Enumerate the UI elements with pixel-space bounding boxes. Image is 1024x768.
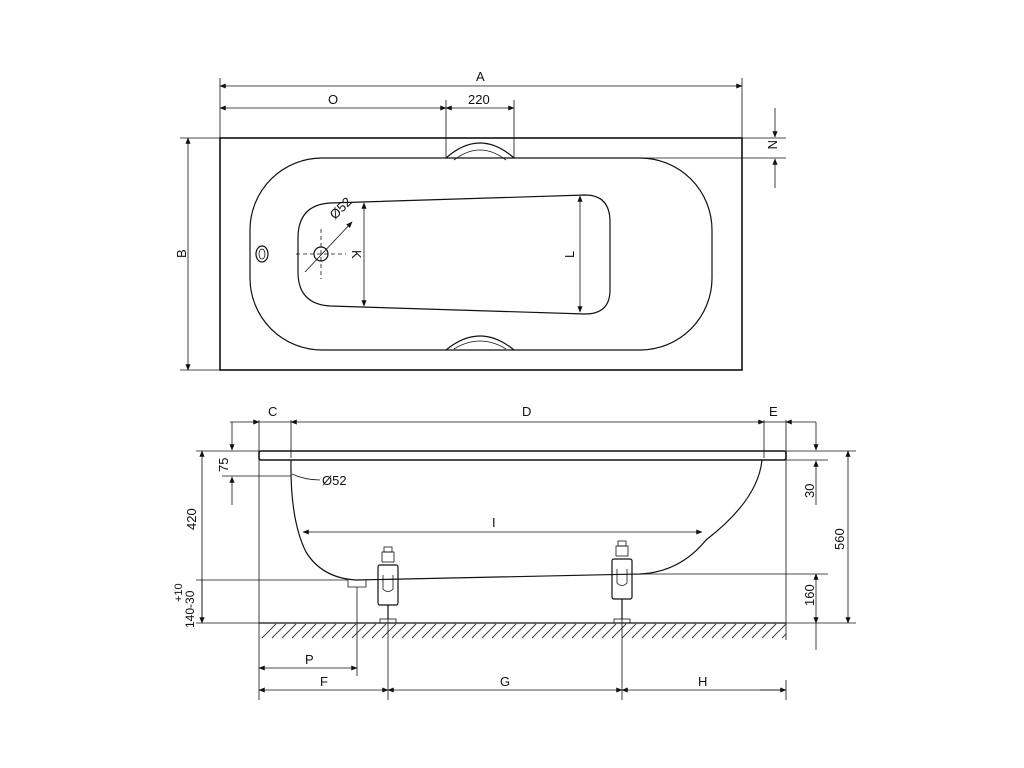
dim-label-E: E <box>769 404 778 419</box>
dim-label-75: 75 <box>216 458 231 472</box>
dim-label-tolerance: +10 <box>173 583 185 602</box>
hatch-line <box>611 623 627 639</box>
dim-label-D: D <box>522 404 531 419</box>
overflow-outlet-inner <box>258 248 266 260</box>
side-view: C D E 75 420 +10 140-30 Ø52 I <box>173 404 856 700</box>
hatch-line <box>641 623 657 639</box>
tub-outer-rim <box>219 137 743 371</box>
overflow-outlet <box>255 245 269 263</box>
dim-label-H: H <box>698 674 707 689</box>
hatch-line <box>321 623 337 639</box>
dim-label-140: 140-30 <box>183 590 197 628</box>
hatch-line <box>491 623 507 639</box>
hatch-line <box>501 623 517 639</box>
hatch-line <box>361 623 377 639</box>
hatch-line <box>661 623 677 639</box>
dim-label-420: 420 <box>184 508 199 530</box>
hatch-line <box>411 623 427 639</box>
hatch-line <box>751 623 767 639</box>
hatch-line <box>391 623 407 639</box>
hatch-line <box>261 623 277 639</box>
handle-grip-top-inner <box>453 149 507 161</box>
tub-side-body <box>290 459 763 581</box>
hatch-line <box>351 623 367 639</box>
hatch-line <box>561 623 577 639</box>
top-view: Ø52 A O 220 N B K L <box>174 69 786 371</box>
dim-label-G: G <box>500 674 510 689</box>
hatch-line <box>441 623 457 639</box>
dim-label-P: P <box>305 652 314 667</box>
handle-grip-bottom <box>445 335 515 351</box>
handle-grip-bottom-inner <box>453 340 507 350</box>
tub-bottom-area <box>297 194 611 315</box>
hatch-line <box>711 623 727 639</box>
hatch-line <box>511 623 527 639</box>
dim-label-160: 160 <box>802 584 817 606</box>
dim-label-F: F <box>320 674 328 689</box>
dim-label-560: 560 <box>832 528 847 550</box>
hatch-line <box>671 623 687 639</box>
hatch-line <box>281 623 297 639</box>
dim-label-A: A <box>476 69 485 84</box>
dim-label-O: O <box>328 92 338 107</box>
hatch-line <box>621 623 637 639</box>
hatch-line <box>431 623 447 639</box>
hatch-line <box>421 623 437 639</box>
hatch-line <box>271 623 287 639</box>
drain-pipe-stub <box>347 580 367 588</box>
hatch-line <box>571 623 587 639</box>
dim-label-30: 30 <box>802 484 817 498</box>
hatch-line <box>311 623 327 639</box>
dim-label-C: C <box>268 404 277 419</box>
dim-label-I: I <box>492 515 496 530</box>
hatch-line <box>341 623 357 639</box>
hatch-line <box>521 623 537 639</box>
hatch-line <box>601 623 617 639</box>
hatch-line <box>761 623 777 639</box>
hatch-line <box>781 633 787 639</box>
hatch-line <box>651 623 667 639</box>
dim-label-K: K <box>349 250 364 259</box>
hatch-line <box>691 623 707 639</box>
floor-hatching <box>261 623 787 639</box>
hatch-line <box>741 623 757 639</box>
dim-label-B: B <box>174 249 189 258</box>
hatch-line <box>401 623 417 639</box>
hatch-line <box>681 623 697 639</box>
hatch-line <box>581 623 597 639</box>
hatch-line <box>531 623 547 639</box>
hatch-line <box>771 623 787 639</box>
drain-diameter-label: Ø52 <box>327 194 355 222</box>
hatch-line <box>551 623 567 639</box>
hatch-line <box>451 623 467 639</box>
hatch-line <box>591 623 607 639</box>
dim-label-L: L <box>562 251 577 258</box>
hatch-line <box>371 623 387 639</box>
hatch-line <box>461 623 477 639</box>
hatch-line <box>701 623 717 639</box>
hatch-line <box>471 623 487 639</box>
hatch-line <box>331 623 347 639</box>
hatch-line <box>631 623 647 639</box>
hatch-line <box>481 623 497 639</box>
hatch-line <box>721 623 737 639</box>
hatch-line <box>541 623 557 639</box>
hatch-line <box>381 623 397 639</box>
hatch-line <box>291 623 307 639</box>
hatch-line <box>301 623 317 639</box>
side-drain-diameter-label: Ø52 <box>322 473 347 488</box>
handle-grip-top <box>445 142 515 159</box>
hatch-line <box>731 623 747 639</box>
tub-side-rim <box>258 450 787 461</box>
dim-label-220: 220 <box>468 92 490 107</box>
tub-inner-basin <box>249 157 713 351</box>
dim-label-N: N <box>765 140 780 149</box>
